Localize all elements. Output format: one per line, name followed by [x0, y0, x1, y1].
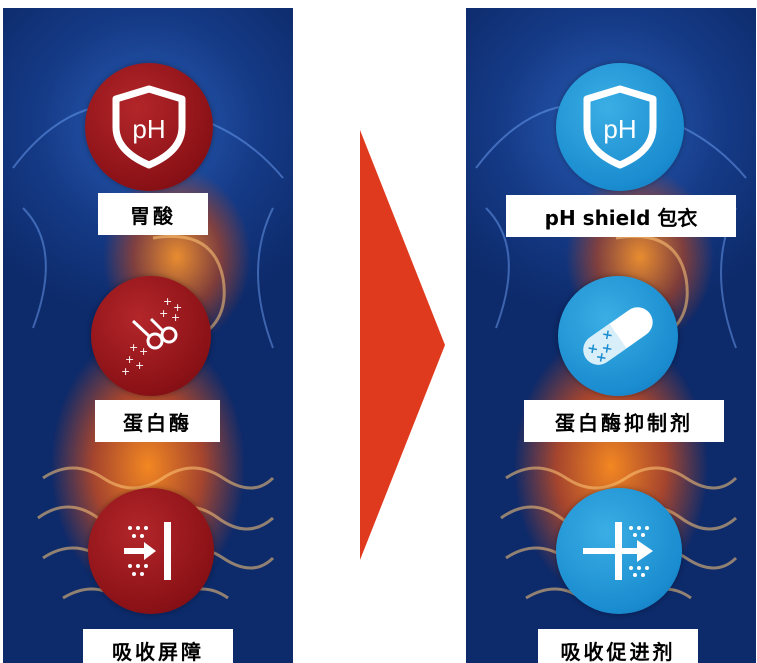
svg-text:+: + — [139, 345, 148, 358]
ph-shield-coating-label: pH shield 包衣 — [506, 195, 736, 237]
ph-shield-icon: pH — [581, 85, 659, 169]
absorption-barrier-label: 吸收屏障 — [83, 629, 233, 663]
protease-inhibitor-label: 蛋白酶抑制剂 — [524, 400, 724, 442]
protease-label: 蛋白酶 — [95, 400, 220, 442]
stomach-acid-circle: pH — [85, 63, 213, 191]
protease-circle: +++ +++ +++ — [91, 276, 211, 396]
svg-text:+: + — [121, 365, 130, 378]
absorption-enhancer-circle — [556, 488, 682, 614]
absorption-enhancer-label: 吸收促进剂 — [538, 629, 698, 663]
svg-text:+: + — [159, 307, 168, 320]
right-panel: pH pH shield 包衣 蛋白酶抑制剂 — [466, 8, 756, 663]
svg-text:pH: pH — [603, 114, 636, 144]
absorption-barrier-circle — [88, 488, 214, 614]
right-triangle-arrow-icon — [360, 130, 450, 560]
stomach-acid-label: 胃酸 — [98, 193, 208, 235]
absorption-enhancer-icon — [577, 516, 661, 586]
svg-text:pH: pH — [132, 114, 165, 144]
capsule-icon — [573, 301, 663, 371]
absorption-barrier-icon — [116, 516, 186, 586]
svg-text:+: + — [135, 359, 144, 372]
svg-text:+: + — [171, 311, 180, 324]
ph-shield-coating-circle: pH — [556, 63, 684, 191]
protease-inhibitor-circle — [558, 276, 678, 396]
ph-shield-icon: pH — [110, 85, 188, 169]
scissors-icon: +++ +++ +++ — [111, 291, 191, 381]
left-panel: pH 胃酸 +++ +++ +++ 蛋白酶 — [3, 8, 293, 663]
